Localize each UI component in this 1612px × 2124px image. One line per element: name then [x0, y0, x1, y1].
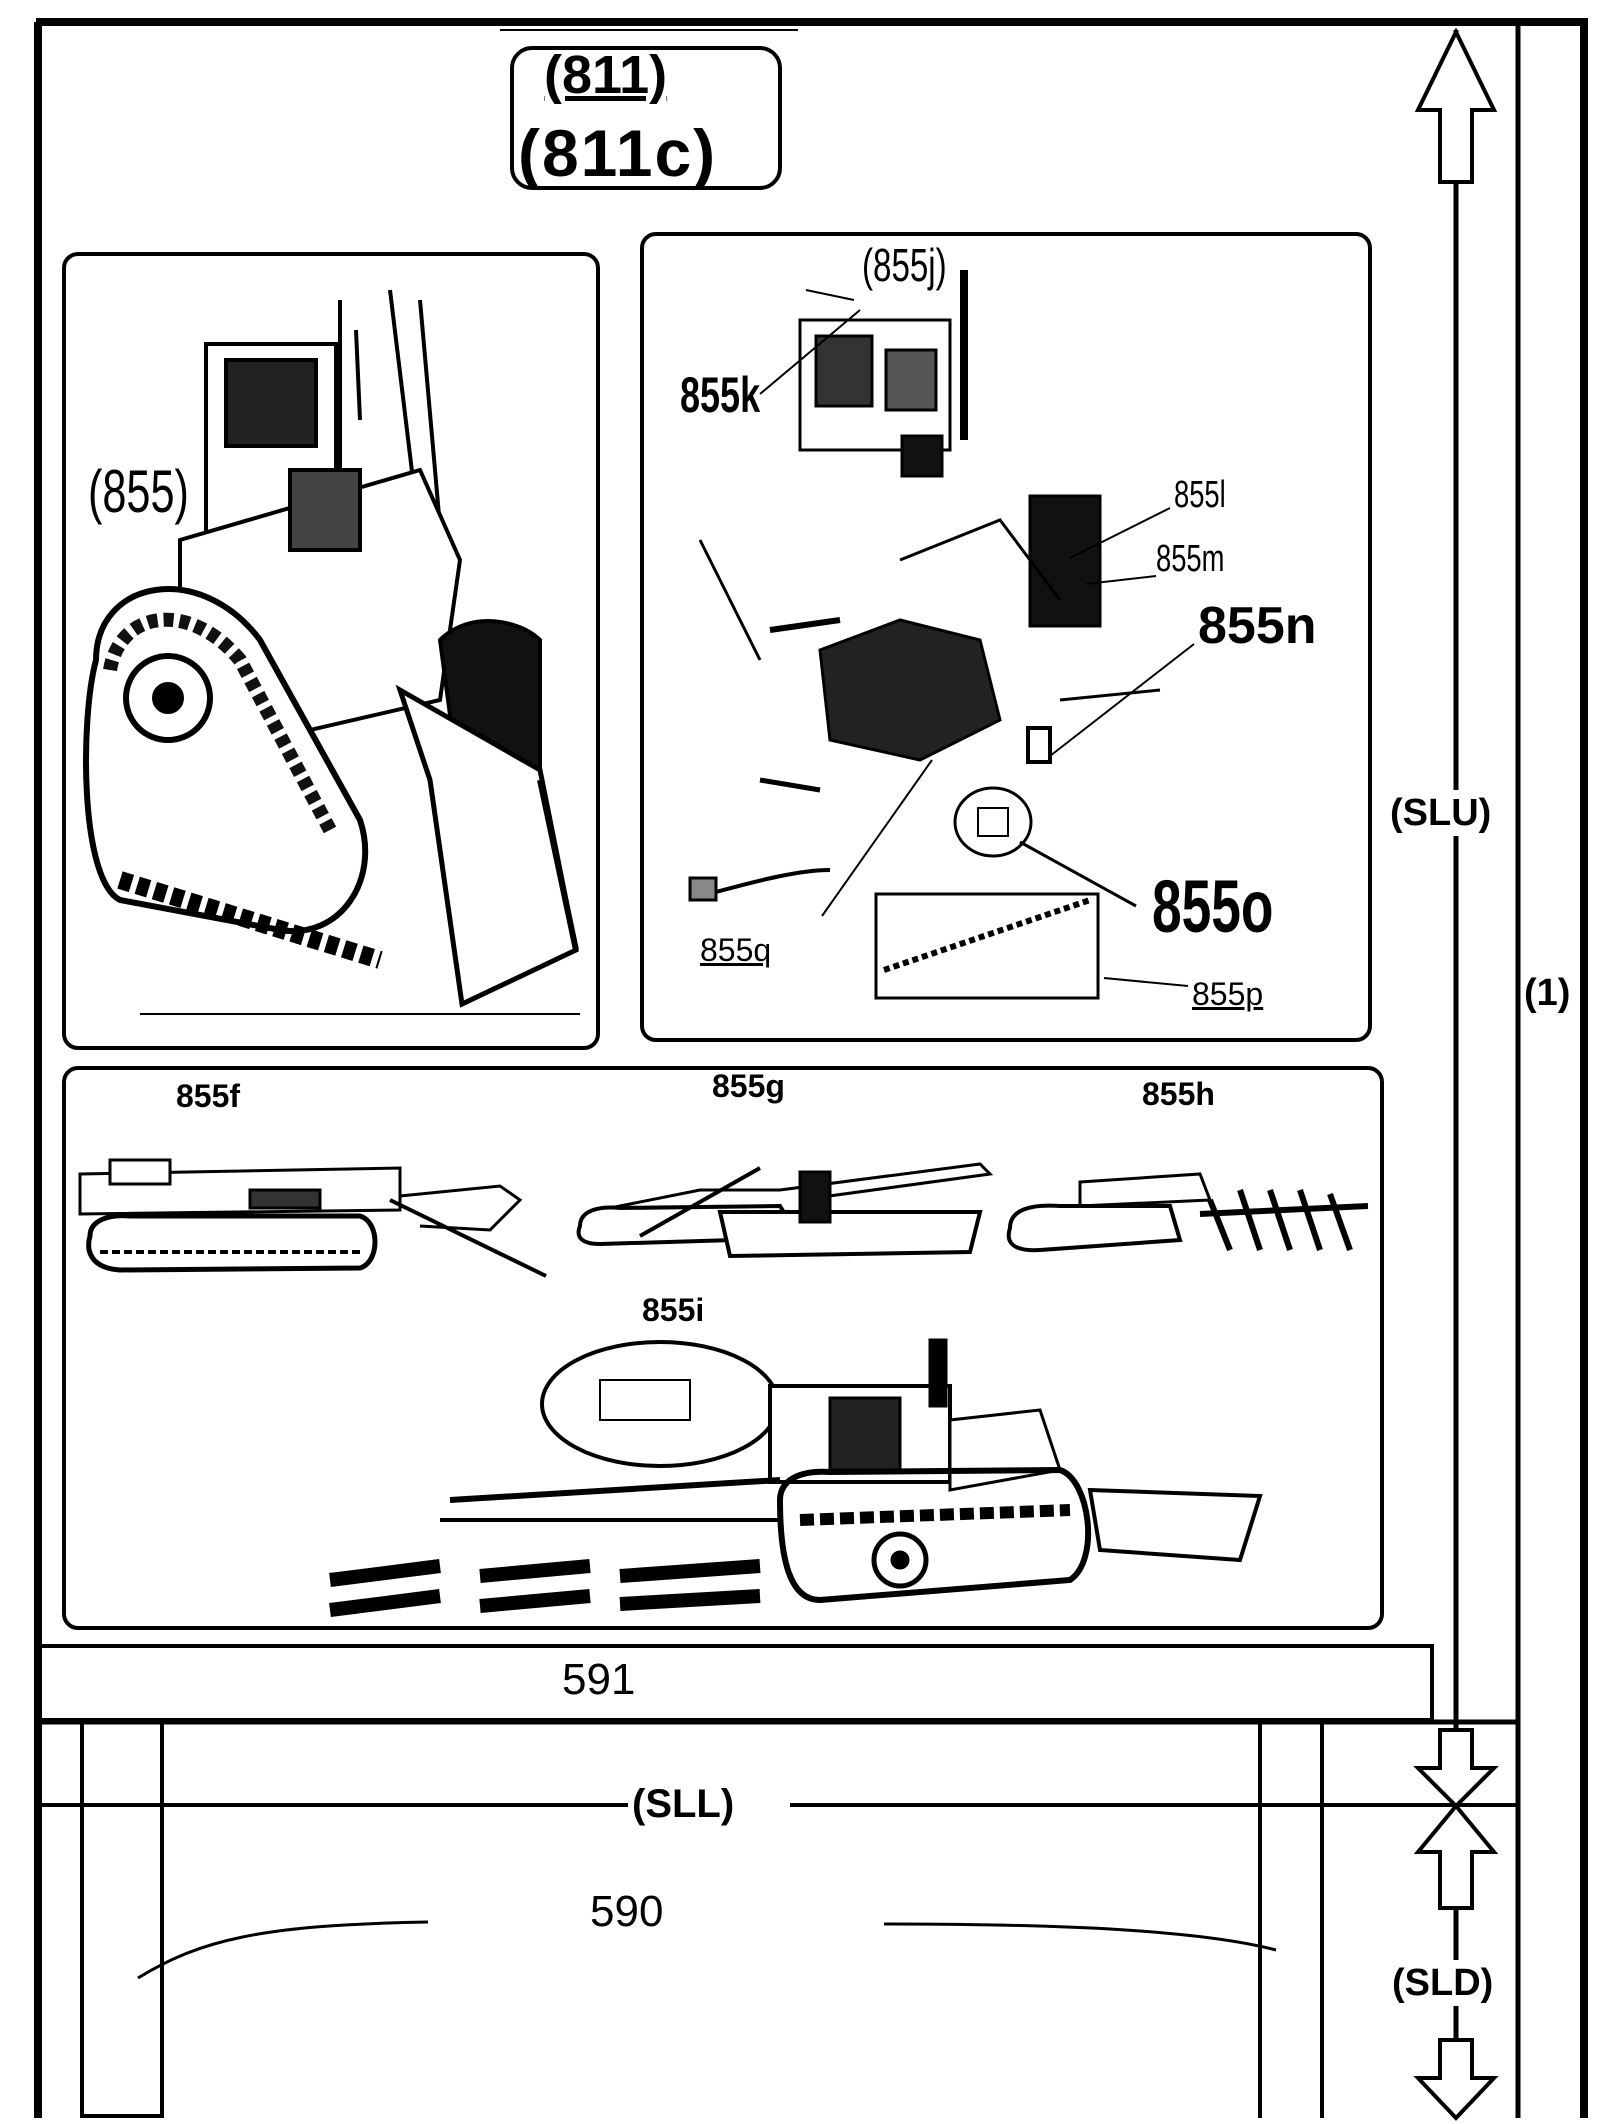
label-590: 590 [590, 1890, 663, 1934]
label-sld: (SLD) [1392, 1960, 1493, 2006]
label-855h: 855h [1142, 1078, 1215, 1110]
label-855i: 855i [642, 1294, 704, 1326]
label-855g: 855g [712, 1070, 785, 1102]
label-sll: (SLL) [632, 1784, 734, 1824]
label-slu: (SLU) [1390, 790, 1491, 836]
label-591: 591 [562, 1658, 635, 1702]
label-1: (1) [1524, 974, 1570, 1012]
label-855f: 855f [176, 1080, 240, 1112]
